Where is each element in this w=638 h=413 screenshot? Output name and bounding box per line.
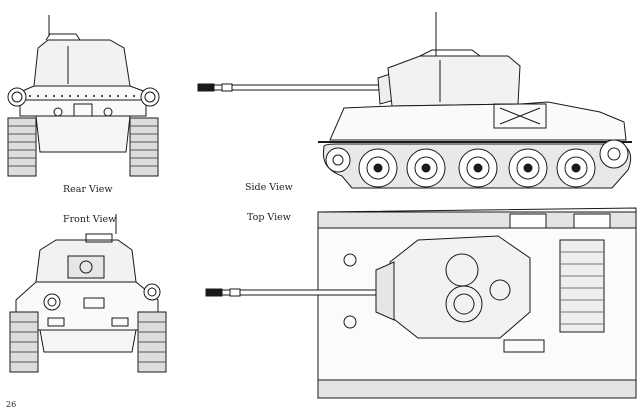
page-number: 26	[6, 400, 17, 409]
side-view-drawing	[197, 12, 632, 189]
top-view-drawing	[205, 207, 637, 399]
caption-front-view: Front View	[63, 214, 117, 225]
caption-top-view: Top View	[247, 212, 291, 223]
caption-side-view: Side View	[245, 182, 293, 193]
caption-rear-view: Rear View	[63, 184, 113, 195]
front-view-drawing	[9, 214, 167, 373]
rear-view-drawing	[7, 15, 160, 177]
